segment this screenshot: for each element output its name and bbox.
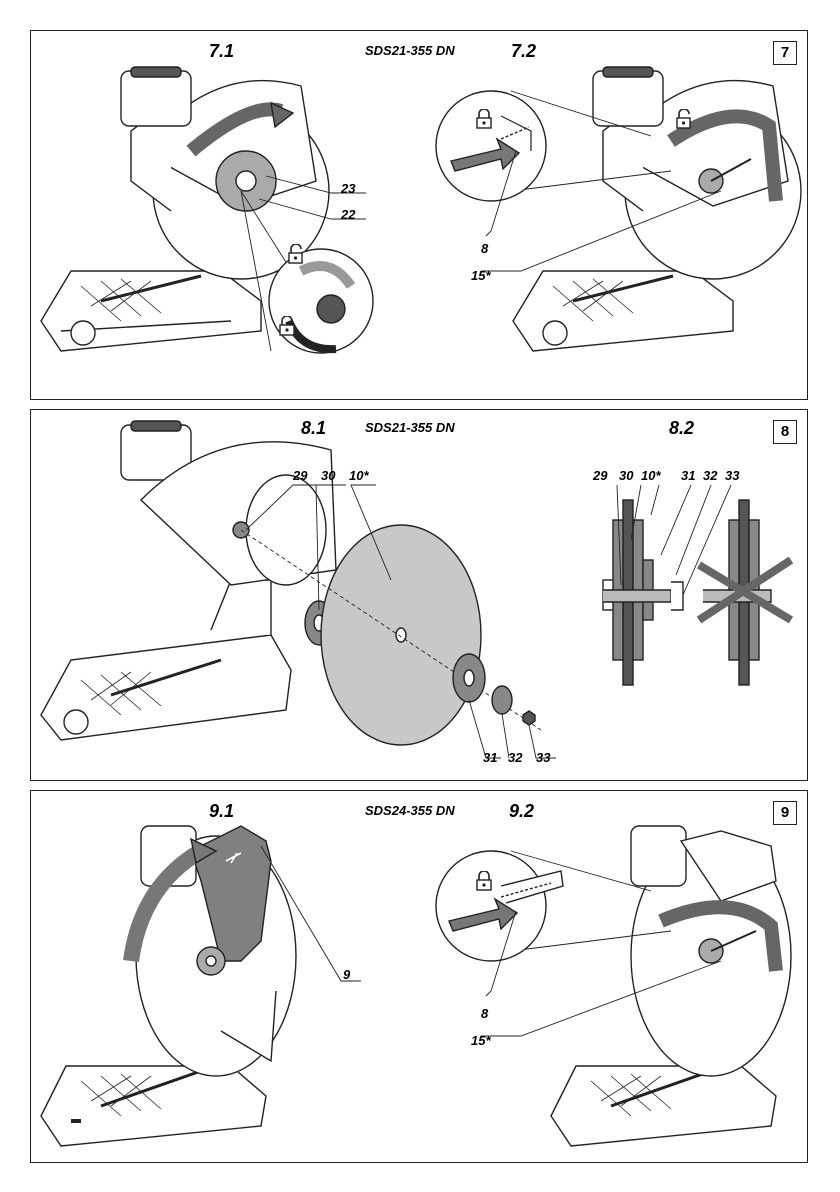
callout-22: 22	[341, 207, 355, 222]
panel-8: 8 8.1 SDS21-355 DN 8.2	[30, 409, 808, 781]
callout-15: 15*	[471, 1033, 491, 1048]
callout-31: 31	[483, 750, 497, 765]
callout-30: 30	[619, 468, 633, 483]
callout-29: 29	[293, 468, 307, 483]
callout-32: 32	[508, 750, 522, 765]
callout-33: 33	[725, 468, 739, 483]
unlock-icon	[675, 109, 693, 129]
callout-10: 10*	[349, 468, 369, 483]
callout-10: 10*	[641, 468, 661, 483]
panel-7: 7 7.1 SDS21-355 DN 7.2	[30, 30, 808, 400]
callout-15: 15*	[471, 268, 491, 283]
callout-9: 9	[343, 967, 350, 982]
panel-9: 9 9.1 SDS24-355 DN 9.2	[30, 790, 808, 1163]
lock-icon	[475, 109, 493, 129]
callout-23: 23	[341, 181, 355, 196]
callout-8: 8	[481, 1006, 488, 1021]
guard-removal-illustration-9	[31, 791, 809, 1164]
blade-assembly-illustration-8	[31, 410, 809, 782]
callout-29: 29	[593, 468, 607, 483]
lock-icon	[278, 316, 296, 336]
callout-33: 33	[536, 750, 550, 765]
callout-30: 30	[321, 468, 335, 483]
unlock-icon	[287, 244, 305, 264]
callout-8: 8	[481, 241, 488, 256]
callout-31: 31	[681, 468, 695, 483]
cutoff-saw-illustration-7	[31, 31, 809, 401]
callout-32: 32	[703, 468, 717, 483]
lock-icon	[475, 871, 493, 891]
